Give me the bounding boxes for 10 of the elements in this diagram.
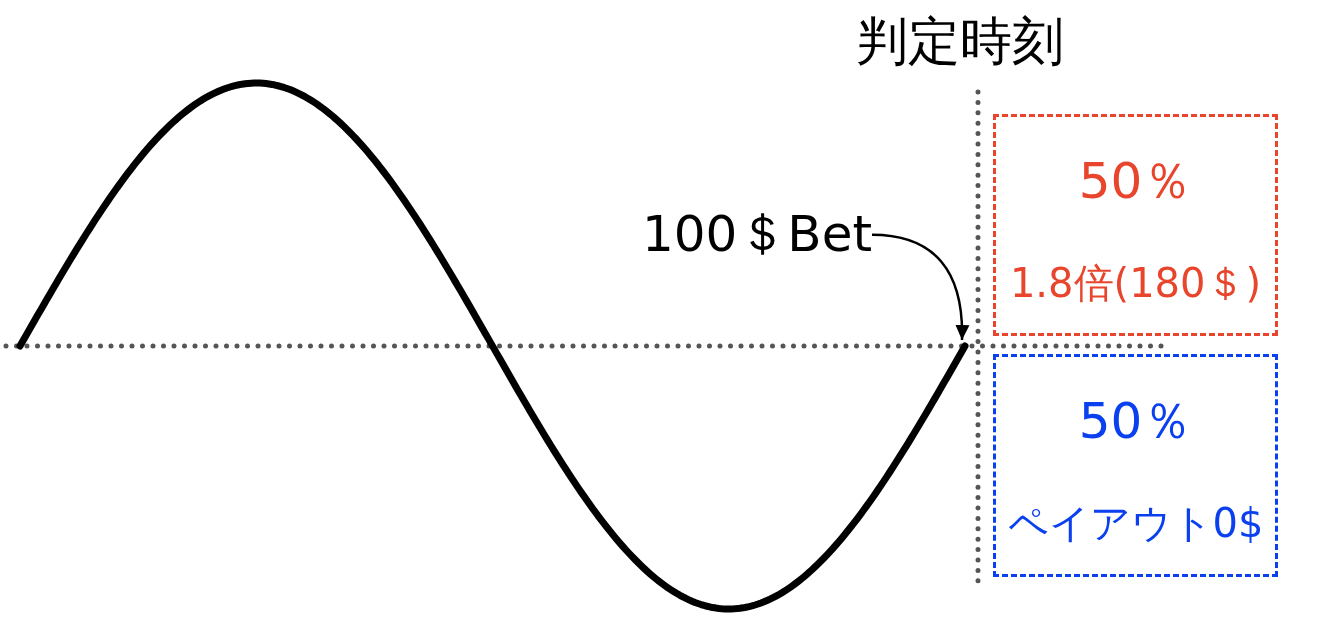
time-label: 判定時刻 xyxy=(856,12,1064,72)
payout-text: ペイアウト0$ xyxy=(1007,500,1264,546)
probability-text: 50％ xyxy=(1078,153,1193,211)
sine-wave-curve xyxy=(16,79,969,613)
outcome-box xyxy=(993,354,1278,577)
outcome-box xyxy=(993,114,1278,336)
curved-arrow xyxy=(871,233,969,340)
payout-text: 1.8倍(180＄) xyxy=(1009,260,1262,306)
bet-label: 100＄Bet xyxy=(641,206,872,264)
probability-text: 50％ xyxy=(1078,393,1193,451)
